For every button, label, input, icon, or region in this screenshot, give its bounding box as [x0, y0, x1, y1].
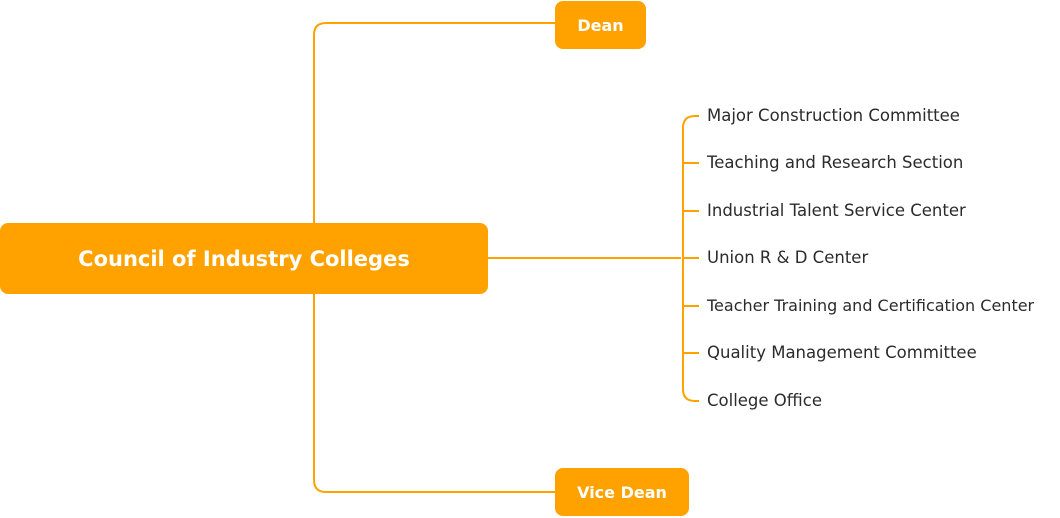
connector-root-to-vice-dean — [313, 294, 555, 493]
root-node-council[interactable]: Council of Industry Colleges — [0, 223, 488, 294]
dean-label: Dean — [577, 15, 624, 35]
leaf-item-teaching-research-section[interactable]: Teaching and Research Section — [707, 153, 964, 172]
leaf-item-major-construction-committee[interactable]: Major Construction Committee — [707, 106, 960, 125]
root-node-label: Council of Industry Colleges — [78, 246, 410, 271]
vice-dean-label: Vice Dean — [577, 482, 667, 502]
leaf-item-teacher-training-certification-center[interactable]: Teacher Training and Certification Cente… — [707, 296, 1035, 315]
branch-node-vice-dean[interactable]: Vice Dean — [555, 468, 689, 516]
leaf-item-union-rd-center[interactable]: Union R & D Center — [707, 248, 869, 267]
leaf-item-quality-management-committee[interactable]: Quality Management Committee — [707, 343, 977, 362]
connector-root-to-dean — [313, 22, 555, 223]
leaf-item-college-office[interactable]: College Office — [707, 391, 822, 410]
leaf-item-industrial-talent-service-center[interactable]: Industrial Talent Service Center — [707, 201, 966, 220]
branch-node-dean[interactable]: Dean — [555, 1, 646, 49]
